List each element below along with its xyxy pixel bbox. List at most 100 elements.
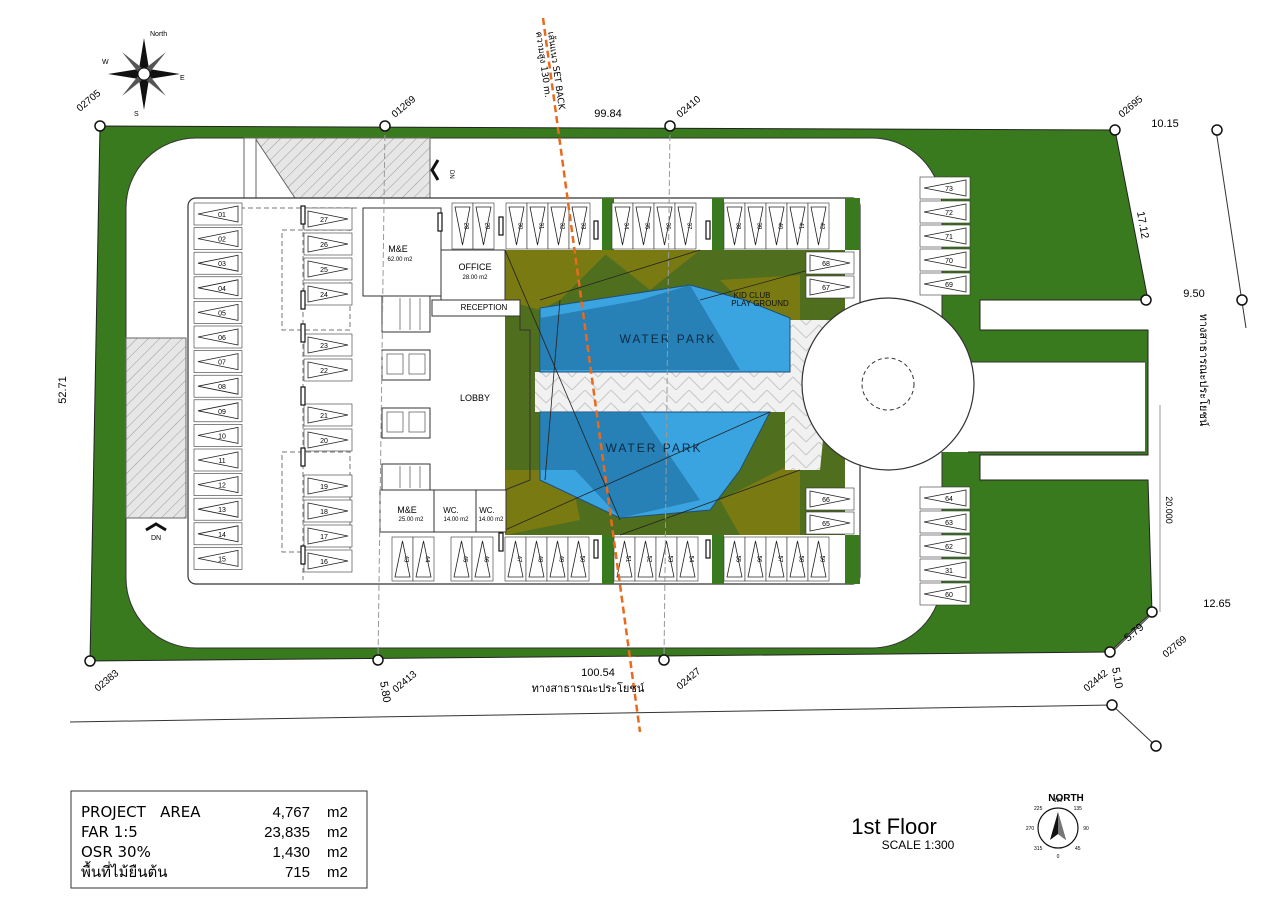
area-label: พื้นที่ไม้ยืนต้น (81, 861, 168, 881)
stall-number: 58 (798, 556, 804, 563)
stall-number: 45 (462, 556, 468, 563)
stall-number: 16 (320, 559, 328, 566)
north-degree: 90 (1083, 826, 1089, 832)
parking-stall: 73 (919, 176, 971, 200)
olive-area (600, 250, 700, 290)
stall-number: 40 (777, 223, 783, 230)
parking-stall: 17 (303, 524, 353, 548)
dimension: 99.84 (594, 108, 622, 120)
dimension: 100.54 (581, 667, 615, 679)
stall-number: 14 (218, 532, 226, 539)
water-park-bottom-dark (540, 412, 700, 518)
me-label: M&E (388, 244, 408, 254)
parking-stall: 18 (303, 499, 353, 523)
stall-number: 51 (625, 556, 631, 563)
parking-stall: 04 (193, 276, 243, 300)
parking-stall: 70 (919, 248, 971, 272)
stall-number: 37 (686, 223, 692, 230)
column-marker (300, 447, 306, 467)
parking-stall: 21 (303, 403, 353, 427)
setback-line (541, 17, 642, 733)
parking-stall: 54 (676, 536, 699, 582)
me-room-bottom (379, 489, 435, 533)
stall-number: 52 (646, 556, 652, 563)
stall-number: 69 (945, 282, 953, 289)
parking-stall: 58 (786, 536, 809, 582)
office-label: OFFICE (459, 262, 492, 272)
stall-number: 06 (218, 335, 226, 342)
parking-stall: 29 (472, 202, 495, 250)
parking-stall: 37 (674, 202, 697, 250)
boundary-point: 02442 (1082, 668, 1111, 695)
parking-stall: 08 (193, 374, 243, 398)
stall-number: 44 (424, 556, 430, 563)
stall-number: 31 (538, 223, 544, 230)
office-area: 28.00 m2 (462, 275, 488, 281)
parking-stall: 42 (807, 202, 830, 250)
area-value: 4,767 (272, 804, 310, 821)
parking-stall: 40 (765, 202, 788, 250)
parking-stall: 27 (303, 207, 353, 231)
stall-number: 43 (403, 556, 409, 563)
stall-number: 67 (822, 285, 830, 292)
parking-stall: 16 (303, 549, 353, 573)
dimension: 20.000 (1164, 496, 1174, 524)
column-marker (498, 216, 504, 236)
stall-number: 39 (756, 223, 762, 230)
north-degree: 45 (1075, 846, 1081, 852)
stall-number: 47 (516, 556, 522, 563)
column-marker (437, 212, 443, 232)
boundary-point: 02695 (1117, 94, 1146, 121)
water-park-label: WATER PARK (605, 441, 702, 455)
olive-area (505, 250, 610, 310)
parking-stall: 36 (653, 202, 676, 250)
boundary-point: 02413 (391, 669, 420, 696)
parking-stall: 23 (303, 333, 353, 357)
stall-number: 03 (218, 261, 226, 268)
north-label: NORTH (1048, 793, 1084, 804)
stall-number: 12 (218, 483, 226, 490)
parking-stall: 69 (919, 272, 971, 296)
boundary-point: 02383 (93, 668, 122, 695)
parking-stall: 72 (919, 200, 971, 224)
parking-stall: 62 (919, 534, 971, 558)
roundabout (801, 297, 975, 471)
parking-stall: 65 (805, 511, 855, 535)
stall-number: 05 (218, 310, 226, 317)
stall-number: 70 (945, 258, 953, 265)
ramp-label-left: DN (151, 535, 161, 542)
sheet-title: 1st Floor (851, 814, 937, 839)
roundabout-center (861, 357, 915, 411)
parking-stall: 30 (505, 202, 528, 250)
stall-number: 42 (819, 223, 825, 230)
stall-number: 11 (218, 458, 225, 465)
stall-number: 29 (484, 223, 490, 230)
stall-number: 55 (735, 556, 741, 563)
stall-number: 07 (218, 360, 226, 367)
me-label-bottom: M&E (397, 505, 417, 515)
dimension: 52.71 (57, 376, 69, 404)
stall-number: 62 (945, 544, 953, 551)
parking-stall: 31 (526, 202, 549, 250)
parking-stall: 71 (919, 224, 971, 248)
reception-label: RECEPTION (461, 303, 508, 312)
chevron-up-icon (145, 522, 167, 532)
stall-number: 66 (822, 497, 830, 504)
parking-stall: 39 (744, 202, 767, 250)
area-label: OSR 30% (81, 843, 151, 861)
stall-number: 21 (320, 413, 328, 420)
parking-stall: 43 (391, 536, 414, 582)
office-room (440, 249, 506, 301)
column-marker (705, 220, 711, 240)
area-unit: m2 (327, 804, 348, 821)
parking-stall: 51 (613, 536, 636, 582)
stall-number: 23 (320, 343, 328, 350)
planter (712, 535, 724, 584)
stall-number: 65 (822, 521, 830, 528)
parking-stall: 49 (546, 536, 569, 582)
area-label: PROJECT AREA (81, 803, 201, 821)
compass-e: E (180, 75, 185, 82)
parking-stall: 48 (525, 536, 548, 582)
parking-stall: 09 (193, 399, 243, 423)
parking-stall: 38 (723, 202, 746, 250)
